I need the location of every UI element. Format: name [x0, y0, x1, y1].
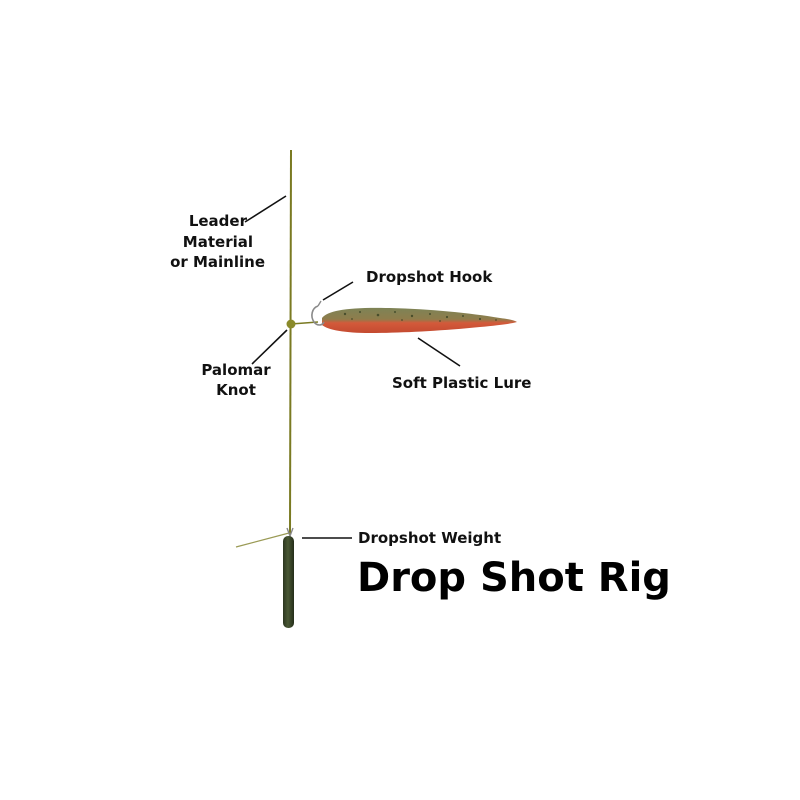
label-leader-line1: Leader [189, 212, 248, 230]
weight-swivel [286, 527, 294, 538]
label-leader-line3: or Mainline [170, 253, 265, 271]
knot-pointer [251, 329, 288, 365]
diagram-title: Drop Shot Rig [357, 555, 671, 601]
lure-pointer [417, 337, 461, 367]
label-leader-line2: Material [183, 233, 253, 251]
label-knot-line2: Knot [216, 381, 256, 399]
hook-pointer [322, 281, 354, 301]
palomar-knot [286, 319, 296, 329]
label-dropshot-weight: Dropshot Weight [358, 529, 501, 547]
label-dropshot-hook: Dropshot Hook [366, 268, 493, 286]
soft-plastic-lure [322, 307, 517, 333]
label-soft-plastic-lure: Soft Plastic Lure [392, 374, 531, 392]
label-knot-line1: Palomar [201, 361, 271, 379]
dropshot-weight [283, 536, 294, 628]
hook-point [317, 300, 322, 307]
tag-end-line [235, 532, 290, 548]
mainline [289, 149, 292, 535]
dropshot-hook [311, 305, 325, 326]
leader-material-pointer [244, 195, 287, 223]
lure-speckles [343, 311, 497, 322]
